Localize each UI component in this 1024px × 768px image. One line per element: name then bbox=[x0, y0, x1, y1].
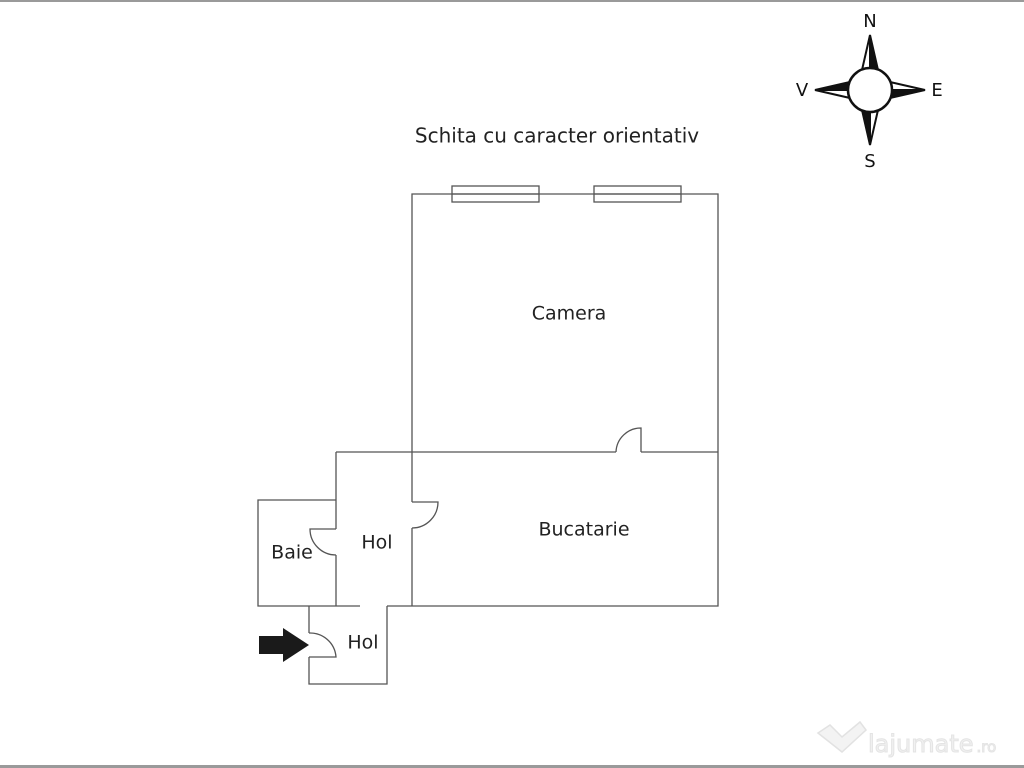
compass-east: E bbox=[931, 80, 942, 101]
room-label-baie: Baie bbox=[271, 542, 313, 564]
plan-title: Schita cu caracter orientativ bbox=[415, 124, 699, 148]
room-baie: Baie bbox=[257, 499, 360, 607]
compass-south: S bbox=[864, 151, 875, 172]
room-camera: Camera bbox=[411, 185, 719, 452]
door-camera-bucatarie bbox=[336, 427, 718, 453]
room-label-hol-lower: Hol bbox=[347, 632, 378, 654]
room-hol-lower: Hol bbox=[308, 606, 388, 685]
watermark-suffix: .ro bbox=[977, 738, 997, 756]
door-hol-bucatarie bbox=[411, 452, 439, 606]
door-baie bbox=[309, 528, 337, 556]
watermark-brand: lajumate bbox=[868, 730, 974, 758]
watermark-logo: lajumate .ro bbox=[816, 720, 997, 759]
room-hol-upper: Hol bbox=[335, 452, 393, 606]
room-label-camera: Camera bbox=[532, 303, 607, 325]
entrance-door bbox=[308, 632, 337, 658]
arrow-right-icon bbox=[259, 628, 309, 662]
compass-west: V bbox=[796, 80, 809, 101]
room-bucatarie: Bucatarie bbox=[387, 452, 719, 607]
room-label-hol: Hol bbox=[361, 532, 392, 554]
compass-icon: N S E V bbox=[796, 11, 943, 172]
compass-north: N bbox=[863, 11, 876, 32]
frame-border-top bbox=[0, 0, 1024, 2]
frame-border-bottom bbox=[0, 765, 1024, 768]
room-label-bucatarie: Bucatarie bbox=[538, 519, 629, 541]
